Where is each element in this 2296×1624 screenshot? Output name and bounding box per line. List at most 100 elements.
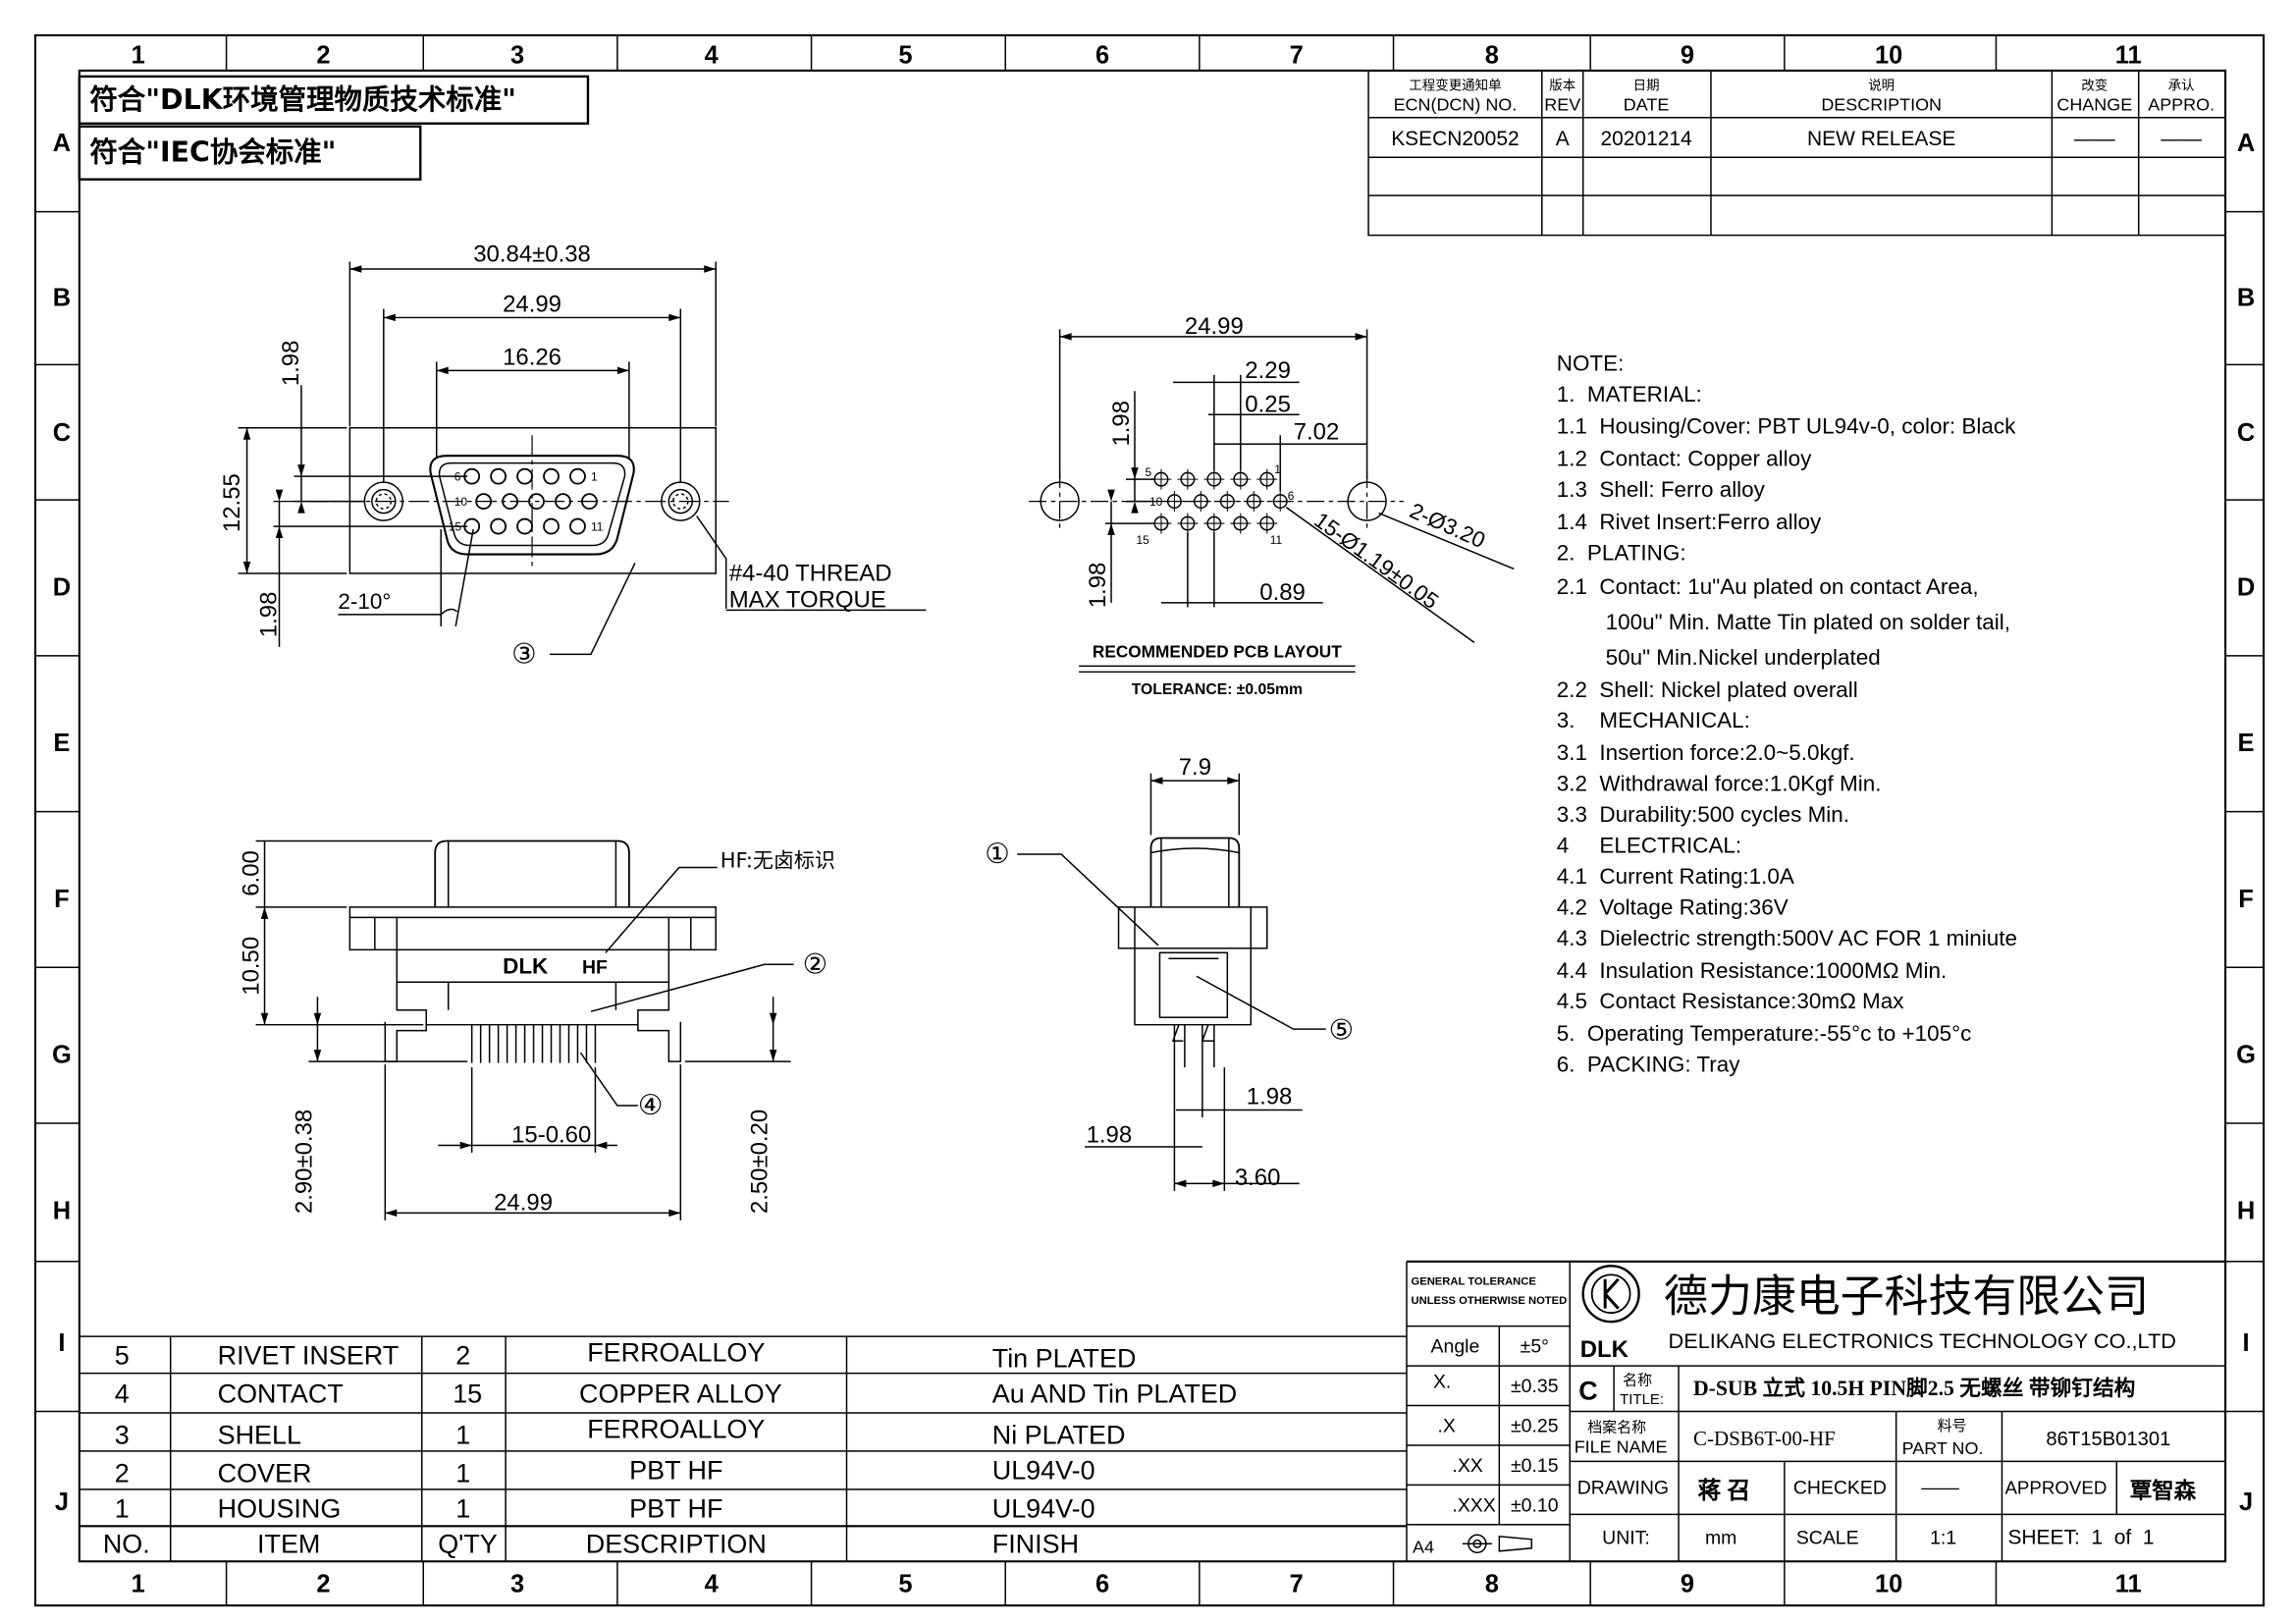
col-label-bottom: 10 — [1875, 1571, 1902, 1598]
col-label-top: 2 — [316, 41, 330, 69]
bom-finish: UL94V-0 — [992, 1493, 1095, 1523]
file-name: C-DSB6T-00-HF — [1693, 1427, 1836, 1450]
zone-labels: 1 2 3 4 5 6 7 8 9 10 11 1 2 3 4 5 6 7 8 … — [52, 41, 2256, 1597]
company-logo-icon — [1581, 1265, 1640, 1324]
checked-label: CHECKED — [1793, 1477, 1887, 1498]
bom-no: 1 — [115, 1493, 130, 1523]
pcb-dim-width: 24.99 — [1185, 313, 1244, 340]
scale-value: 1:1 — [1930, 1527, 1956, 1548]
title-label-en: TITLE: — [1620, 1391, 1664, 1408]
size-letter: C — [1578, 1377, 1597, 1406]
mating-shell — [434, 839, 630, 907]
row-label-right: D — [2237, 573, 2255, 601]
drawing-title: D-SUB 立式 10.5H PIN脚2.5 无螺丝 带铆钉结构 — [1693, 1376, 2135, 1400]
bom-no: 3 — [115, 1420, 130, 1449]
note-line: 4.5 Contact Resistance:30mΩ Max — [1557, 989, 1904, 1013]
row-label-left: A — [53, 130, 71, 157]
bom-desc: PBT HF — [629, 1493, 722, 1523]
bom-no: 5 — [115, 1341, 130, 1371]
row-label-left: B — [53, 284, 71, 311]
approved-label: APPROVED — [2004, 1477, 2107, 1497]
note-line: 1.3 Shell: Ferro alloy — [1557, 477, 1766, 502]
note-line: 2. PLATING: — [1557, 541, 1686, 566]
col-label-top: 9 — [1681, 41, 1694, 69]
rev-head-rev-en: REV — [1544, 94, 1580, 114]
note-line: 5. Operating Temperature:-55°c to +105°c — [1557, 1021, 1972, 1046]
unit-label: UNIT: — [1602, 1527, 1650, 1548]
callout-1: ① — [985, 838, 1010, 870]
bom-header-item: ITEM — [257, 1529, 320, 1558]
side-dim-198-b: 1.98 — [1087, 1121, 1133, 1148]
bom-item: RIVET INSERT — [218, 1341, 400, 1371]
bom-qty: 1 — [455, 1458, 470, 1488]
col-label-top: 10 — [1875, 41, 1902, 69]
row-label-left: E — [53, 730, 70, 757]
pcb-tolerance: TOLERANCE: ±0.05mm — [1132, 681, 1303, 698]
bom-qty: 15 — [453, 1380, 482, 1409]
rev-row-desc: NEW RELEASE — [1807, 128, 1955, 150]
row-label-left: I — [58, 1329, 65, 1357]
note-line: 4.1 Current Rating:1.0A — [1557, 864, 1794, 889]
rev-head-desc-en: DESCRIPTION — [1821, 94, 1942, 114]
note-line: 2.1 Contact: 1u"Au plated on contact Are… — [1557, 574, 1979, 599]
row-label-right: I — [2242, 1329, 2249, 1357]
note-line: 3.1 Insertion force:2.0~5.0kgf. — [1557, 740, 1855, 765]
bom-desc: PBT HF — [629, 1455, 722, 1485]
tol-header-2: UNLESS OTHERWISE NOTED — [1412, 1295, 1568, 1307]
side-dim-79: 7.9 — [1179, 754, 1211, 781]
tol-key: Angle — [1431, 1336, 1480, 1358]
tol-key: X. — [1433, 1372, 1451, 1393]
thread-note-1: #4-40 THREAD — [729, 560, 892, 586]
projection-symbol-icon — [1462, 1534, 1533, 1554]
approved-by: 覃智森 — [2130, 1478, 2197, 1503]
bom-desc: FERROALLOY — [587, 1414, 765, 1443]
pcb-dim-089: 0.89 — [1259, 579, 1306, 606]
front-flange — [348, 906, 717, 951]
hf-note: HF:无卤标识 — [721, 848, 835, 872]
col-label-bottom: 8 — [1485, 1571, 1499, 1598]
file-label-cn: 档案名称 — [1587, 1418, 1646, 1435]
col-label-top: 11 — [2115, 41, 2142, 69]
note-line: 1.4 Rivet Insert:Ferro alloy — [1557, 510, 1822, 534]
part-no: 86T15B01301 — [2046, 1429, 2170, 1450]
tol-val: ±0.35 — [1511, 1376, 1559, 1397]
row-label-right: F — [2238, 886, 2254, 913]
top-view: 6 1 10 15 11 30.84±0.38 24.99 16.26 12.5… — [219, 242, 927, 670]
rev-row-rev: A — [1556, 128, 1570, 150]
part-label-en: PART NO. — [1902, 1438, 1984, 1458]
col-label-top: 5 — [898, 41, 912, 69]
row-label-right: H — [2237, 1197, 2255, 1224]
drawing-label: DRAWING — [1577, 1477, 1669, 1498]
side-dim-360: 3.60 — [1235, 1164, 1281, 1191]
d-shell-inner — [438, 461, 626, 547]
title-label-cn: 名称 — [1623, 1372, 1652, 1389]
pcb-pin-holes — [1150, 468, 1291, 534]
row-label-right: C — [2237, 419, 2255, 447]
company-name-cn: 德力康电子科技有限公司 — [1664, 1272, 2149, 1322]
paper-size: A4 — [1413, 1537, 1434, 1556]
dim-shell: 16.26 — [503, 344, 561, 370]
bom-desc: FERROALLOY — [587, 1338, 765, 1368]
note-line: 1. MATERIAL: — [1557, 382, 1702, 406]
note-line: 100u" Min. Matte Tin plated on solder ta… — [1557, 610, 2010, 634]
bom-desc: COPPER ALLOY — [579, 1380, 782, 1409]
dim-pitch: 15-0.60 — [511, 1121, 591, 1148]
rev-head-ecn-en: ECN(DCN) NO. — [1394, 94, 1518, 114]
front-body — [396, 949, 670, 1026]
pin-label: 11 — [591, 520, 604, 534]
tol-val: ±0.25 — [1511, 1415, 1559, 1436]
row-label-left: F — [54, 886, 70, 913]
bom-header-finish: FINISH — [992, 1529, 1079, 1558]
col-label-bottom: 5 — [898, 1571, 912, 1598]
side-rivet — [1158, 951, 1229, 1018]
col-label-bottom: 3 — [510, 1571, 524, 1598]
solder-pins — [470, 1024, 597, 1063]
pcb-pin-label: 11 — [1270, 533, 1283, 547]
bom-finish: Tin PLATED — [992, 1344, 1137, 1374]
pin-label: 1 — [591, 470, 598, 484]
row-label-left: D — [53, 573, 71, 601]
unit-value: mm — [1705, 1527, 1736, 1548]
sheet-info: SHEET: 1 of 1 — [2007, 1526, 2154, 1548]
rev-head-date-cn: 日期 — [1633, 78, 1660, 93]
note-line: 50u" Min.Nickel underplated — [1557, 645, 1881, 670]
